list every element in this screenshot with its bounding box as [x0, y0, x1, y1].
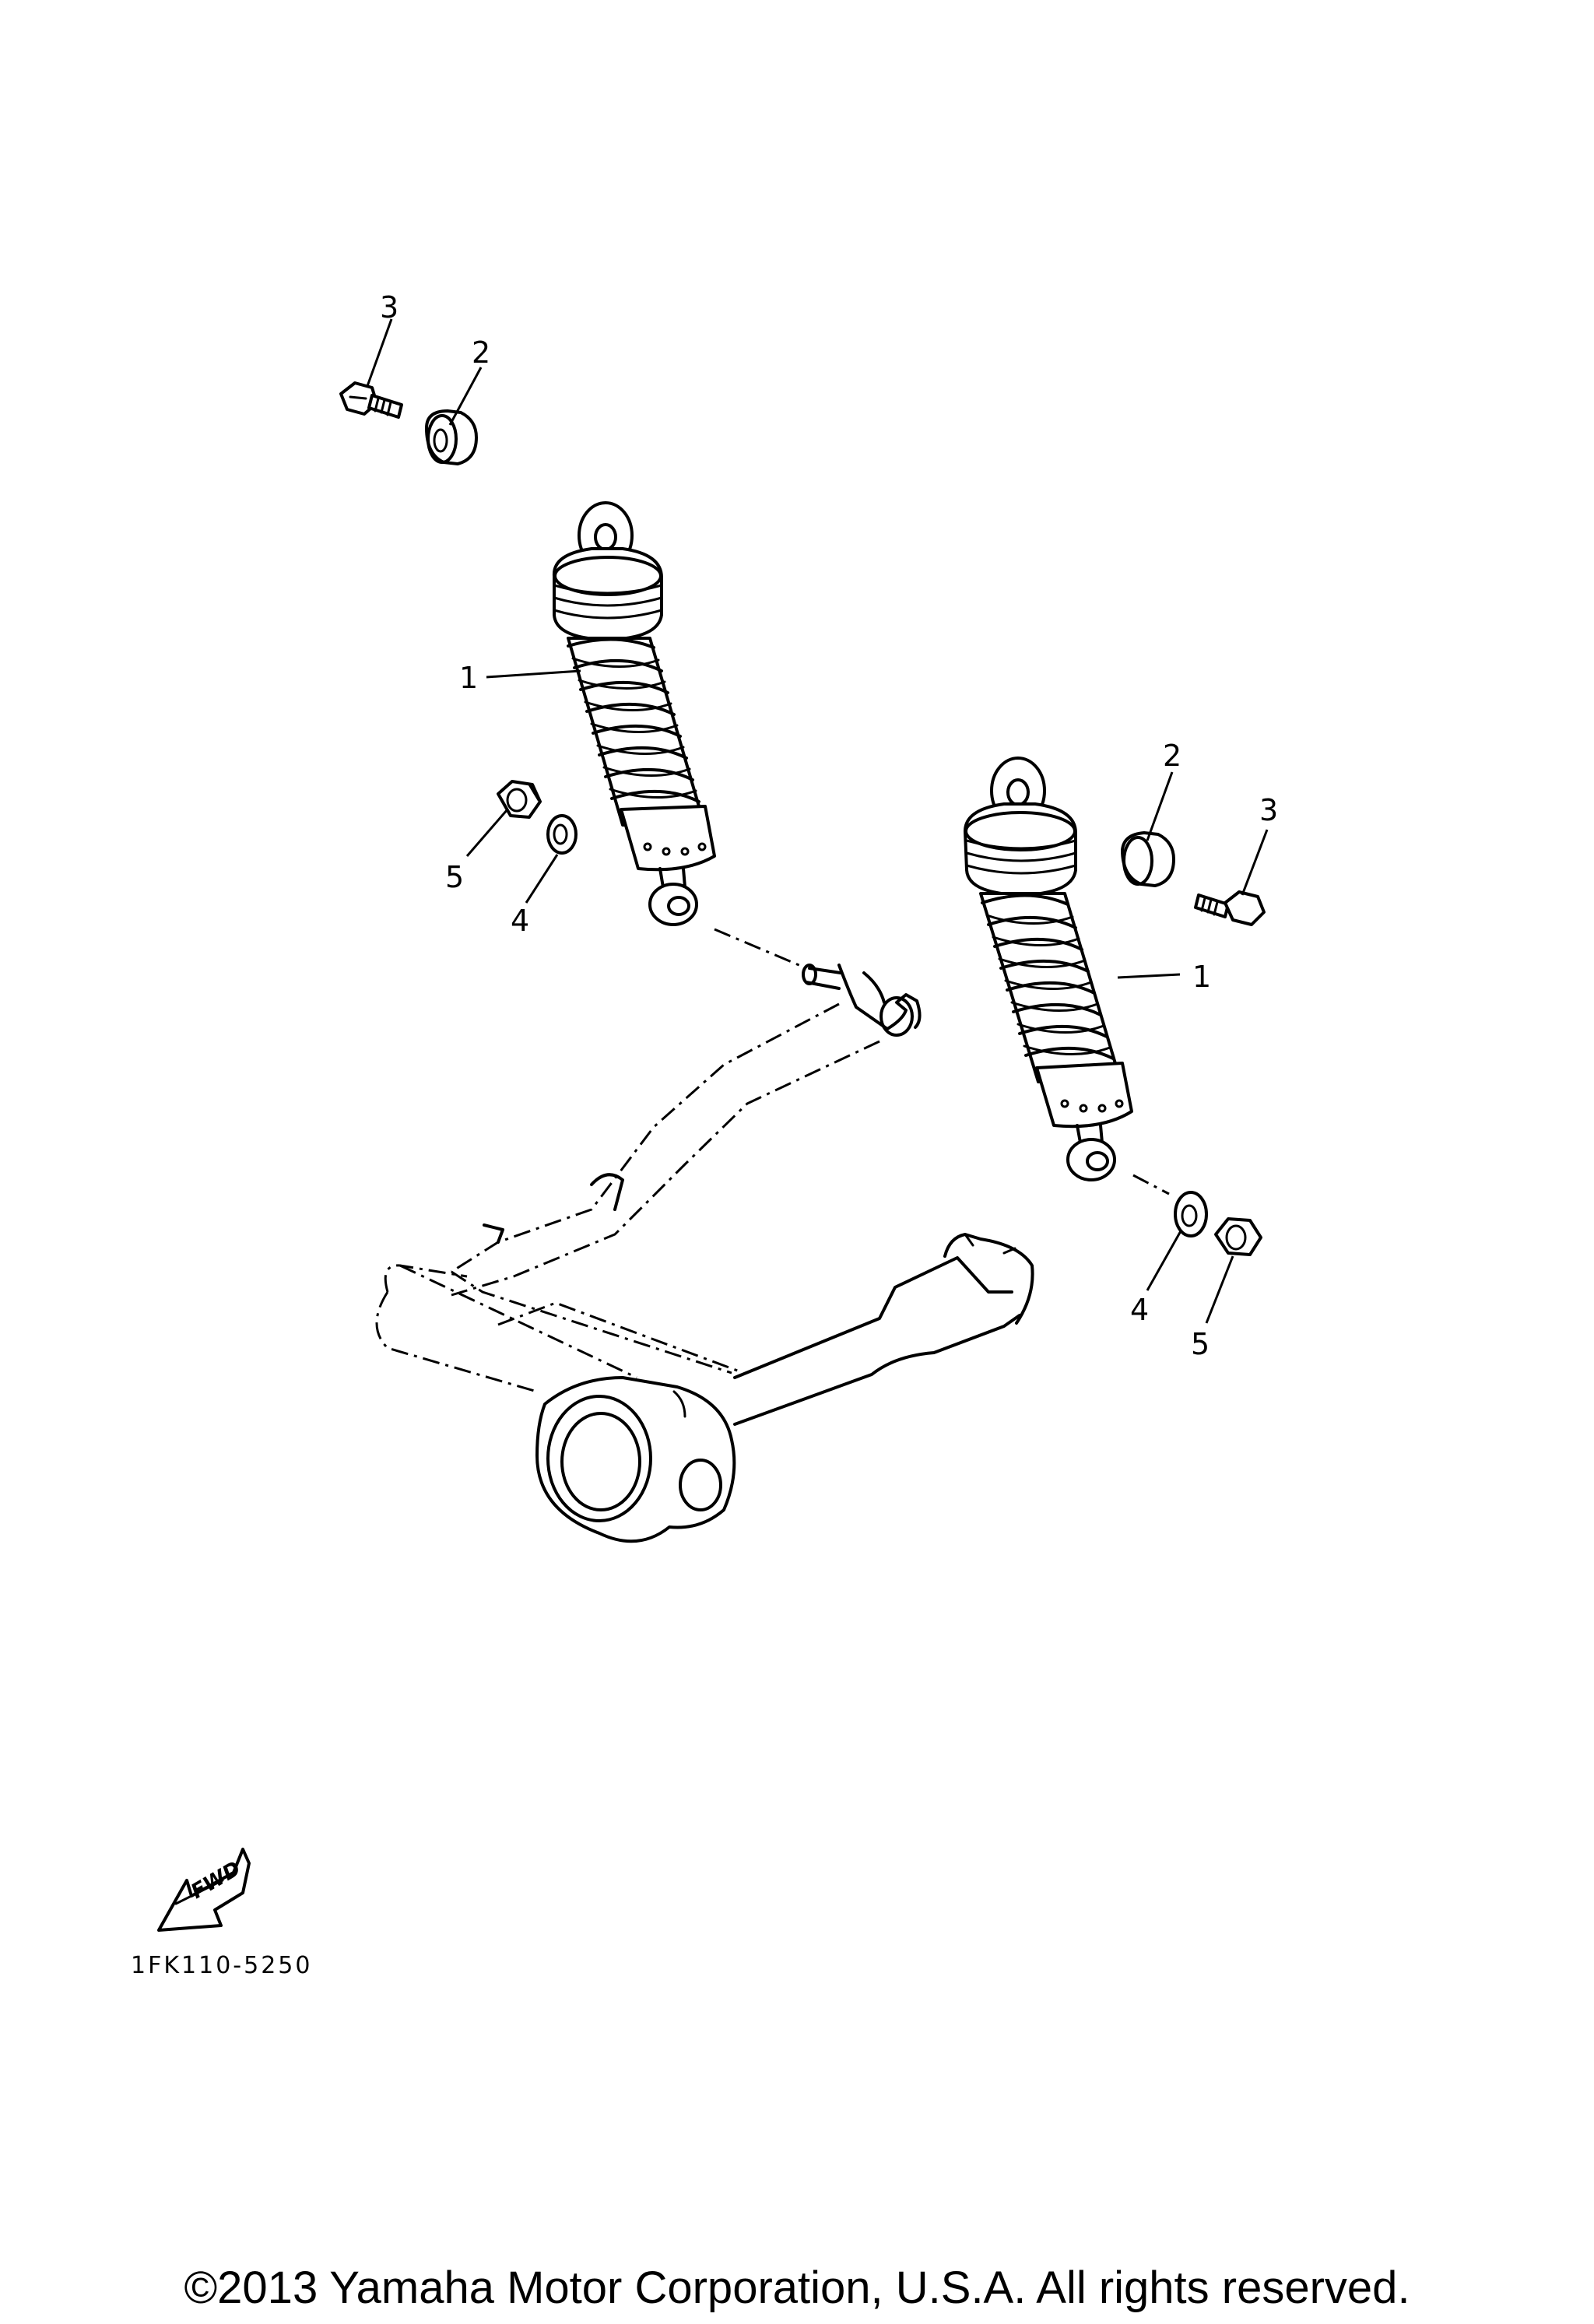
copyright-notice: ©2013 Yamaha Motor Corporation, U.S.A. A… [184, 2263, 1410, 2313]
drawing-code: 1FK110-5250 [131, 1952, 313, 1979]
callout-2a: 2 [472, 335, 490, 370]
assembly-line-left [714, 928, 807, 970]
nut-right[interactable] [1214, 1217, 1262, 1256]
collar-right[interactable] [1121, 831, 1175, 887]
leader-2a [448, 367, 483, 426]
washer-right[interactable] [1174, 1191, 1208, 1237]
collar-upper-left[interactable] [425, 409, 478, 465]
callout-2b: 2 [1163, 739, 1181, 773]
leader-2b [1146, 771, 1174, 841]
swingarm-outline [375, 964, 1034, 1543]
callout-1a: 1 [459, 661, 478, 695]
nut-left[interactable] [497, 780, 542, 819]
fwd-arrow-icon: FWD [157, 1848, 251, 1932]
shock-absorber-left[interactable] [552, 501, 716, 926]
callout-4b: 4 [1130, 1293, 1149, 1327]
bolt-right[interactable] [1194, 890, 1266, 926]
callout-3a: 3 [380, 290, 398, 325]
washer-left[interactable] [546, 814, 578, 855]
leader-5b [1205, 1255, 1234, 1324]
callout-group: 3 2 1 5 4 2 3 1 4 5 [366, 290, 1278, 1361]
leader-4a [525, 854, 559, 904]
leader-3b [1241, 829, 1269, 896]
callout-5a: 5 [445, 860, 464, 894]
leader-4b [1146, 1229, 1183, 1291]
leader-3a [366, 318, 393, 387]
bolt-upper-left[interactable] [339, 381, 403, 419]
leader-1a [486, 669, 581, 679]
leader-5a [465, 809, 509, 857]
assembly-line-right [1132, 1174, 1170, 1195]
callout-3b: 3 [1259, 793, 1278, 827]
shock-absorber-right[interactable] [964, 757, 1133, 1181]
callout-1b: 1 [1192, 960, 1211, 994]
callout-5b: 5 [1191, 1327, 1210, 1361]
callout-4a: 4 [511, 904, 529, 938]
leader-1b [1117, 973, 1181, 979]
